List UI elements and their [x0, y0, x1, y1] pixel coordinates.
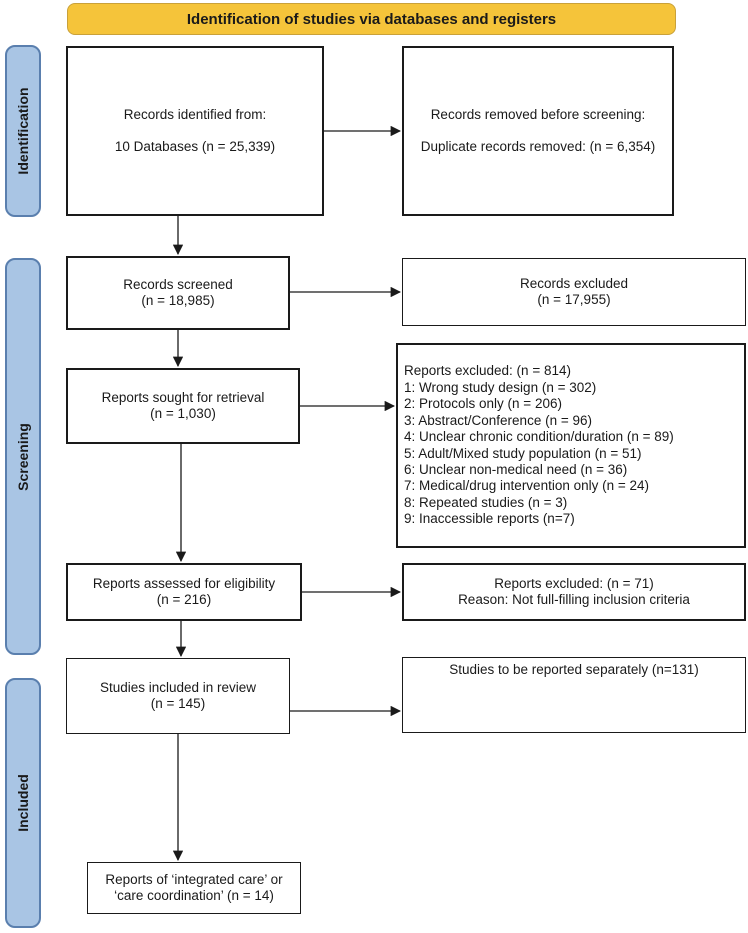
phase-label-identification: Identification — [15, 87, 31, 175]
phase-screening: Screening — [5, 258, 41, 655]
reports-excluded-list-box: Reports excluded: (n = 814) 1: Wrong stu… — [396, 343, 746, 548]
exclusion-reason-item: 2: Protocols only (n = 206) — [404, 396, 562, 412]
reports-sought-box: Reports sought for retrieval (n = 1,030) — [66, 368, 300, 444]
reports-assessed-heading: Reports assessed for eligibility — [92, 575, 276, 591]
exclusion-reason-item: 8: Repeated studies (n = 3) — [404, 494, 568, 510]
studies-included-count: (n = 145) — [150, 696, 206, 711]
phase-included: Included — [5, 678, 41, 928]
records-identified-heading: Records identified from: — [123, 106, 267, 122]
reports-excluded-list-heading: Reports excluded: (n = 814) — [404, 363, 571, 379]
records-screened-box: Records screened (n = 18,985) — [66, 256, 290, 330]
studies-included-heading: Studies included in review — [99, 679, 257, 695]
reports-excluded-eligibility-box: Reports excluded: (n = 71) Reason: Not f… — [402, 563, 746, 621]
phase-identification: Identification — [5, 45, 41, 217]
records-identified-box: Records identified from: 10 Databases (n… — [66, 46, 324, 216]
exclusion-reason-item: 7: Medical/drug intervention only (n = 2… — [404, 478, 650, 494]
studies-included-box: Studies included in review (n = 145) — [66, 658, 290, 734]
reports-sought-count: (n = 1,030) — [150, 406, 216, 421]
records-identified-detail: 10 Databases (n = 25,339) — [114, 139, 276, 154]
exclusion-reason-item: 9: Inaccessible reports (n=7) — [404, 511, 575, 527]
reports-sought-heading: Reports sought for retrieval — [101, 389, 265, 405]
reports-assessed-box: Reports assessed for eligibility (n = 21… — [66, 563, 302, 621]
reports-integrated-box: Reports of ‘integrated care’ or ‘care co… — [87, 862, 301, 914]
diagram-header: Identification of studies via databases … — [67, 3, 676, 35]
reports-excluded-eligibility-heading: Reports excluded: (n = 71) — [494, 575, 654, 591]
records-removed-heading: Records removed before screening: — [430, 106, 646, 122]
records-excluded-box: Records excluded (n = 17,955) — [402, 258, 746, 326]
records-screened-count: (n = 18,985) — [141, 293, 215, 308]
studies-separate-heading: Studies to be reported separately (n=131… — [449, 662, 699, 677]
header-title: Identification of studies via databases … — [186, 10, 557, 28]
phase-label-included: Included — [15, 774, 31, 832]
phase-label-screening: Screening — [15, 422, 31, 491]
records-excluded-count: (n = 17,955) — [537, 292, 611, 307]
records-removed-box: Records removed before screening: Duplic… — [402, 46, 674, 216]
records-screened-heading: Records screened — [123, 276, 233, 292]
exclusion-reason-item: 1: Wrong study design (n = 302) — [404, 379, 597, 395]
reports-integrated-line2: ‘care coordination’ (n = 14) — [114, 888, 274, 903]
reports-integrated-line1: Reports of ‘integrated care’ or — [105, 871, 283, 887]
exclusion-reason-item: 6: Unclear non-medical need (n = 36) — [404, 461, 628, 477]
exclusion-reason-item: 4: Unclear chronic condition/duration (n… — [404, 429, 674, 445]
records-removed-detail: Duplicate records removed: (n = 6,354) — [420, 139, 656, 154]
studies-separate-box: Studies to be reported separately (n=131… — [402, 657, 746, 733]
reports-excluded-eligibility-reason: Reason: Not full-filling inclusion crite… — [458, 592, 690, 607]
reports-assessed-count: (n = 216) — [156, 592, 212, 607]
exclusion-reason-item: 3: Abstract/Conference (n = 96) — [404, 412, 592, 428]
records-excluded-heading: Records excluded — [519, 275, 629, 291]
exclusion-reason-item: 5: Adult/Mixed study population (n = 51) — [404, 445, 642, 461]
